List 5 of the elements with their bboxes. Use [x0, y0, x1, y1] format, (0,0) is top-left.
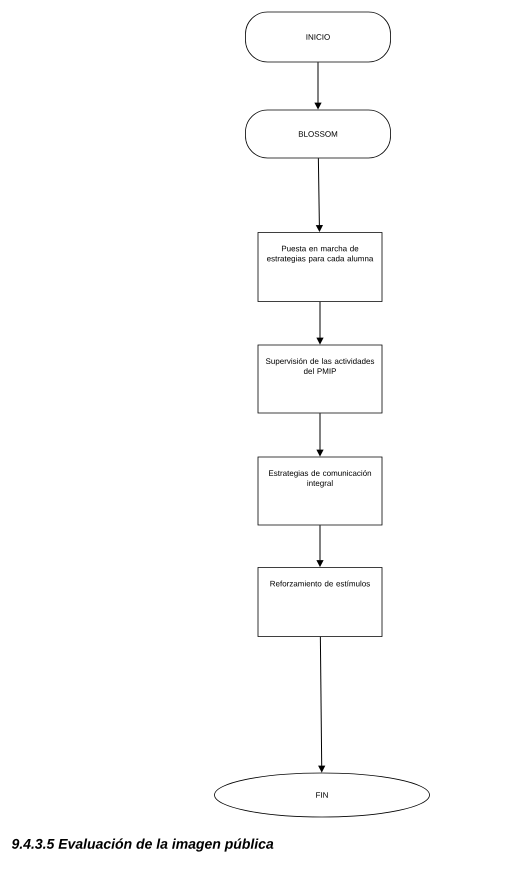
- heading: 9.4.3.5 Evaluación de la imagen pública: [12, 838, 274, 852]
- process-box: Puesta en marcha de estrategias para cada alumna: [258, 232, 382, 302]
- process-box: Supervisión de las actividades del PMIP: [258, 344, 382, 414]
- process-box: Estrategias de comunicación integral: [258, 456, 382, 526]
- process-box: Reforzamiento de estímulos: [258, 567, 382, 637]
